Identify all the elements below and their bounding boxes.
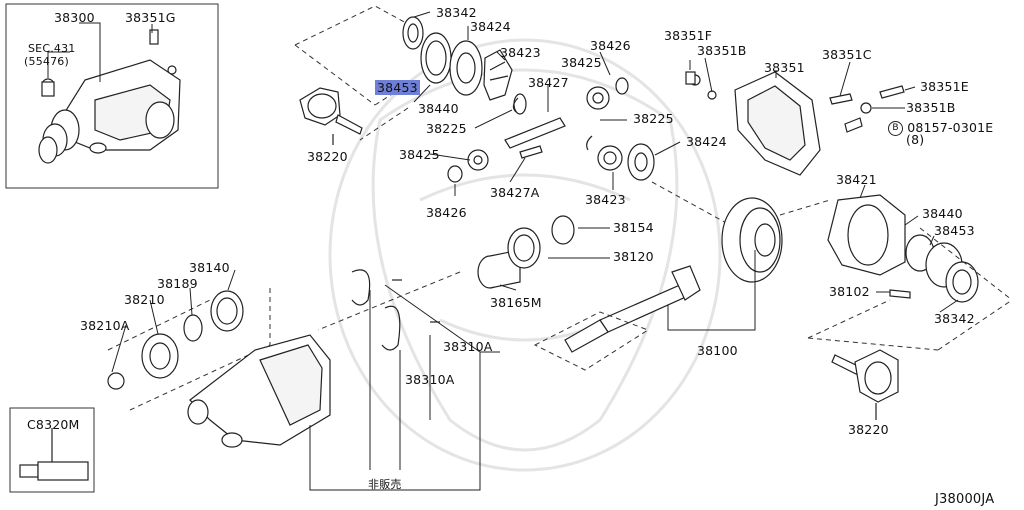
- label-38225-mid: 38225: [633, 111, 674, 126]
- label-38351E: 38351E: [920, 79, 969, 94]
- label-38423-top: 38423: [500, 45, 541, 60]
- label-38342-top: 38342: [436, 5, 477, 20]
- label-38220-top: 38220: [307, 149, 348, 164]
- label-38154: 38154: [613, 220, 654, 235]
- label-38425-top: 38425: [561, 55, 602, 70]
- label-38310A-lower: 38310A: [405, 372, 455, 387]
- label-38165M: 38165M: [490, 295, 542, 310]
- dashed-pinion: [533, 311, 650, 371]
- label-38425-mid: 38425: [399, 147, 440, 162]
- diagram-code: J38000JA: [935, 492, 995, 507]
- label-38310A-upper: 38310A: [443, 339, 493, 354]
- label-08157-qty: (8): [906, 132, 925, 147]
- tool-box-label: C8320M: [27, 417, 80, 432]
- label-38100: 38100: [697, 343, 738, 358]
- drive-pinion: [564, 265, 701, 353]
- inset-differential-drawing: [38, 29, 181, 164]
- label-38453-right: 38453: [934, 223, 975, 238]
- label-38424-mid: 38424: [686, 134, 727, 149]
- label-38220-bottom: 38220: [848, 422, 889, 437]
- leader-38100: [667, 250, 756, 331]
- label-38421: 38421: [836, 172, 877, 187]
- pinion-shaft: [504, 117, 566, 159]
- tool-drawing: [19, 428, 89, 481]
- label-38351C: 38351C: [822, 47, 872, 62]
- label-38453-highlighted[interactable]: 38453: [375, 80, 420, 95]
- inset-leaders: [47, 22, 153, 82]
- label-38351B-lower: 38351B: [906, 100, 956, 115]
- label-38424-top: 38424: [470, 19, 511, 34]
- label-38351B-upper: 38351B: [697, 43, 747, 58]
- label-38210A: 38210A: [80, 318, 130, 333]
- circle-b-icon: B: [888, 121, 903, 136]
- label-38351: 38351: [764, 60, 805, 75]
- label-38342-right: 38342: [934, 311, 975, 326]
- pinion-bearing-set: [477, 215, 575, 289]
- label-38440-top: 38440: [418, 101, 459, 116]
- label-sec431-ref: (55476): [24, 55, 69, 68]
- label-38225-top: 38225: [426, 121, 467, 136]
- front-bearing-group: [107, 290, 244, 390]
- tool-box: [9, 407, 95, 493]
- label-38426-mid: 38426: [426, 205, 467, 220]
- ring-gear: [721, 197, 783, 283]
- diff-case: [827, 194, 979, 303]
- label-38440-right: 38440: [922, 206, 963, 221]
- dashed-right: [807, 227, 1013, 351]
- label-38189: 38189: [157, 276, 198, 291]
- pinion-gear-lower: [447, 97, 655, 183]
- label-38140: 38140: [189, 260, 230, 275]
- label-38210: 38210: [124, 292, 165, 307]
- label-38102: 38102: [829, 284, 870, 299]
- label-sec431: SEC.431: [28, 42, 76, 55]
- retainer-leaders: [309, 284, 500, 491]
- highlight-38453[interactable]: 38453: [375, 80, 420, 95]
- label-08157: B 08157-0301E: [888, 121, 993, 136]
- label-38427A: 38427A: [490, 185, 540, 200]
- label-38427: 38427: [528, 75, 569, 90]
- pinion-gear-upper: [586, 77, 629, 110]
- companion-flange-top: [299, 87, 363, 145]
- label-38426-top: 38426: [590, 38, 631, 53]
- label-38300: 38300: [54, 10, 95, 25]
- not-for-sale-note: 非販売: [368, 478, 402, 491]
- label-08157-text: 08157-0301E: [907, 120, 994, 135]
- label-38351F: 38351F: [664, 28, 713, 43]
- label-38423-mid: 38423: [585, 192, 626, 207]
- rear-cover: [685, 71, 905, 176]
- dashed-center: [317, 181, 831, 331]
- companion-flange-bottom: [831, 349, 899, 420]
- label-38351G: 38351G: [125, 10, 176, 25]
- gear-carrier-housing: [187, 334, 331, 448]
- label-38120: 38120: [613, 249, 654, 264]
- inset-box: [5, 3, 219, 189]
- label-leaders: [111, 11, 959, 373]
- side-retainers: [351, 269, 440, 351]
- bolt-38102: [889, 289, 911, 299]
- bearing-top: [402, 16, 513, 101]
